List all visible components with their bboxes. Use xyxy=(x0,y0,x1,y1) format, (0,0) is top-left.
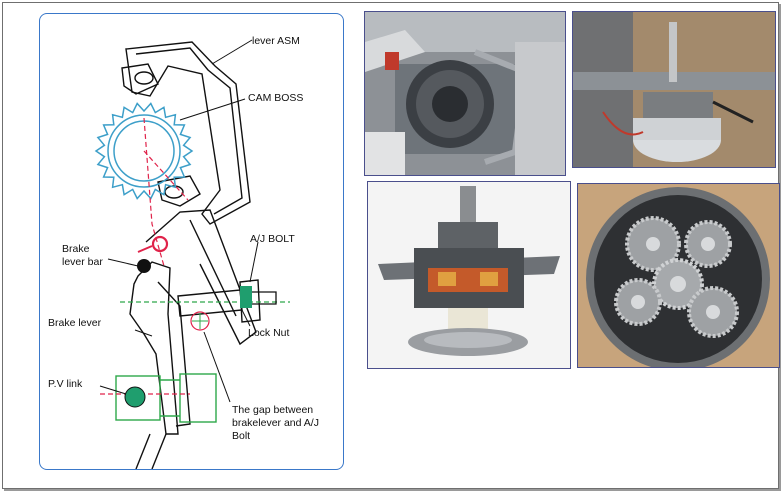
label-brake-lever-bar: Brake lever bar xyxy=(62,243,103,268)
label-cam-boss: CAM BOSS xyxy=(248,92,304,104)
clutch-cutaway-photo xyxy=(367,181,571,369)
brake-mechanism-diagram: lever ASM CAM BOSS A/J BOLT Brake lever … xyxy=(39,13,344,470)
washing-machine-drum-photo xyxy=(364,11,566,176)
label-lever-asm: lever ASM xyxy=(252,35,300,47)
brake-lever-shape xyxy=(129,261,179,435)
label-brake-lever: Brake lever xyxy=(48,317,102,329)
planetary-gearbox-photo xyxy=(577,183,780,368)
brake-lever-bar-pivot xyxy=(137,259,151,273)
pv-link-pin xyxy=(124,386,146,408)
aj-bolt-green-nut xyxy=(240,286,252,308)
label-aj-bolt: A/J BOLT xyxy=(250,233,295,245)
label-lock-nut: Lock Nut xyxy=(248,327,290,339)
lever-asm-shape xyxy=(125,41,251,225)
label-pv-link: P.V link xyxy=(48,378,83,390)
diagram-drawing xyxy=(94,39,290,469)
clutch-motor-mounted-photo xyxy=(572,11,776,168)
label-gap-note: The gap between brakelever and A/J Bolt xyxy=(232,404,319,442)
